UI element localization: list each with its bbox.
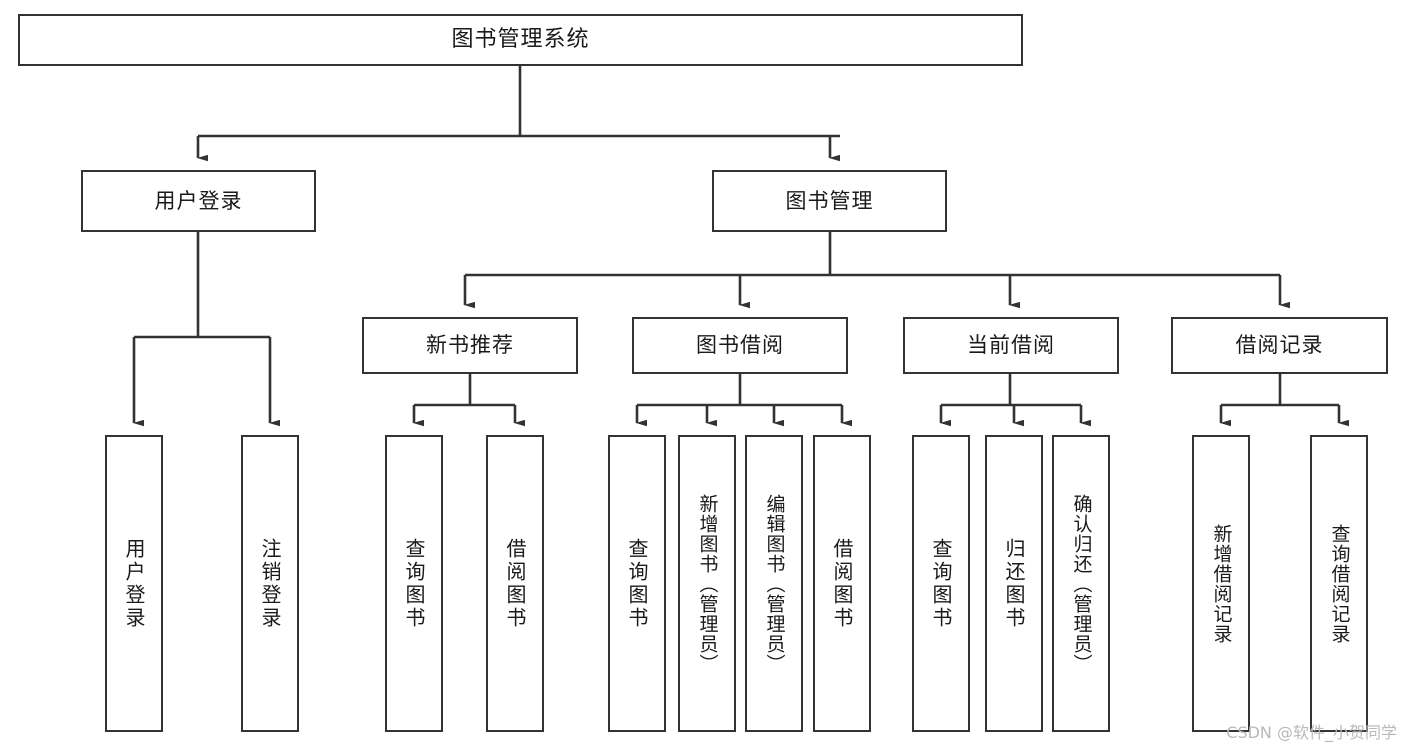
node-root-book-management-system[interactable]: 图书管理系统 (18, 14, 1023, 66)
node-label: 当前借阅 (967, 333, 1055, 358)
node-leaf-query-book-current[interactable]: 查询图书 (912, 435, 970, 732)
node-leaf-return-book[interactable]: 归还图书 (985, 435, 1043, 732)
node-leaf-borrow-book-recommendation[interactable]: 借阅图书 (486, 435, 544, 732)
node-borrowing-record[interactable]: 借阅记录 (1171, 317, 1388, 374)
node-label: 新增借阅记录 (1210, 523, 1233, 644)
node-leaf-logout[interactable]: 注销登录 (241, 435, 299, 732)
node-leaf-query-book-recommendation[interactable]: 查询图书 (385, 435, 443, 732)
node-user-login[interactable]: 用户登录 (81, 170, 316, 232)
node-label: 归还图书 (1002, 537, 1026, 630)
node-leaf-add-borrow-record[interactable]: 新增借阅记录 (1192, 435, 1250, 732)
node-label: 查询图书 (625, 537, 649, 630)
node-label: 图书借阅 (696, 333, 784, 358)
node-leaf-query-borrow-record[interactable]: 查询借阅记录 (1310, 435, 1368, 732)
node-leaf-borrow-book[interactable]: 借阅图书 (813, 435, 871, 732)
node-book-management[interactable]: 图书管理 (712, 170, 947, 232)
node-label: 新书推荐 (426, 333, 514, 358)
node-label: 编辑图书（管理员） (763, 493, 786, 674)
node-label: 用户登录 (154, 188, 243, 213)
node-label: 借阅记录 (1235, 333, 1324, 358)
node-label: 图书管理 (785, 188, 874, 213)
node-label: 查询图书 (929, 537, 953, 630)
node-label: 查询图书 (402, 537, 426, 630)
node-label: 借阅图书 (830, 537, 854, 630)
watermark-text: CSDN @软件_小贺同学 (1226, 723, 1397, 742)
node-leaf-confirm-return-admin[interactable]: 确认归还（管理员） (1052, 435, 1110, 732)
node-book-borrowing[interactable]: 图书借阅 (632, 317, 848, 374)
node-label: 图书管理系统 (451, 27, 590, 53)
node-label: 用户登录 (122, 537, 146, 630)
node-label: 新增图书（管理员） (696, 493, 719, 674)
node-leaf-edit-book-admin[interactable]: 编辑图书（管理员） (745, 435, 803, 732)
node-new-book-recommendation[interactable]: 新书推荐 (362, 317, 578, 374)
node-leaf-user-login[interactable]: 用户登录 (105, 435, 163, 732)
node-leaf-query-book-borrowing[interactable]: 查询图书 (608, 435, 666, 732)
node-label: 注销登录 (258, 537, 282, 630)
node-leaf-add-book-admin[interactable]: 新增图书（管理员） (678, 435, 736, 732)
node-label: 确认归还（管理员） (1070, 493, 1093, 674)
node-label: 查询借阅记录 (1328, 523, 1351, 644)
node-label: 借阅图书 (503, 537, 527, 630)
node-current-borrowing[interactable]: 当前借阅 (903, 317, 1119, 374)
